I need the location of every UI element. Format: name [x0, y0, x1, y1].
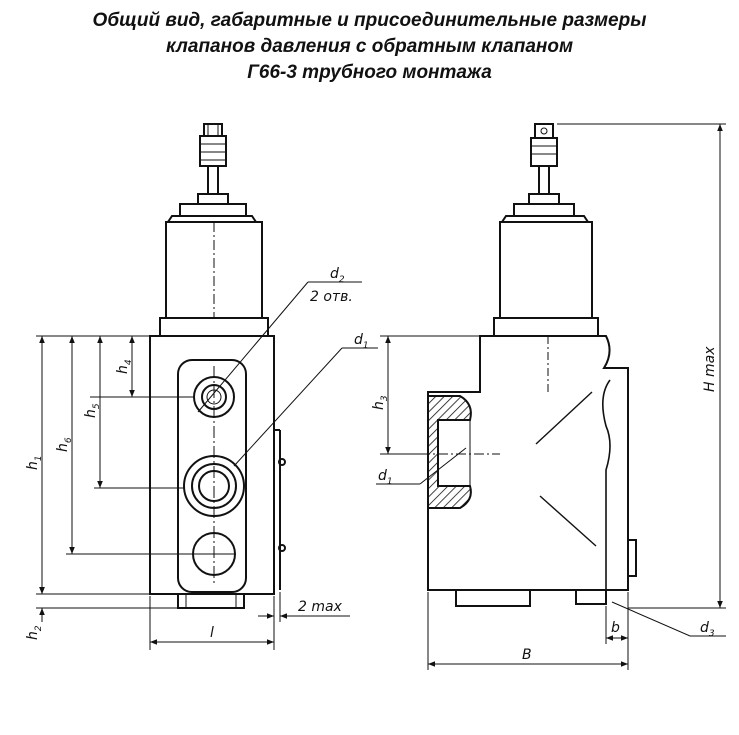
drawing-title: Общий вид, габаритные и присоединительны…: [0, 8, 739, 86]
adjusting-screw: [197, 123, 229, 205]
front-view: [149, 123, 286, 609]
label-b: b: [611, 620, 620, 636]
side-labels: h3 d1 H max B b d3: [371, 346, 718, 663]
label-h4: h4: [115, 359, 134, 374]
label-2-max: 2 max: [298, 599, 343, 615]
side-adjusting-screw: [528, 123, 560, 205]
label-h6: h6: [55, 437, 74, 452]
valve-body: [149, 335, 286, 609]
label-d1-front: d1: [354, 332, 369, 351]
side-dimensions: [376, 123, 726, 670]
label-holes-note: 2 отв.: [310, 289, 353, 305]
title-line-1: Общий вид, габаритные и присоединительны…: [92, 10, 647, 31]
front-labels: d2 2 отв. d1 h1 h6 h5 h4 h2 l 2 max: [25, 266, 369, 641]
title-line-2: клапанов давления с обратным клапаном: [165, 36, 574, 57]
label-d3: d3: [700, 620, 715, 639]
side-valve-body: [427, 335, 637, 607]
side-spring-housing: [493, 203, 599, 337]
title-line-3: Г66-3 трубного монтажа: [247, 62, 492, 83]
label-d2: d2: [330, 266, 345, 285]
side-view: [420, 123, 637, 607]
label-h1: h1: [25, 455, 44, 470]
side-port-section: [420, 395, 500, 509]
label-H-max: H max: [702, 346, 718, 392]
front-dimensions: [36, 281, 378, 650]
label-h2: h2: [25, 625, 44, 640]
spring-housing: [159, 203, 269, 337]
label-B: B: [522, 647, 532, 663]
label-d1-side: d1: [378, 468, 393, 487]
label-l: l: [210, 625, 214, 641]
label-h5: h5: [83, 403, 102, 418]
label-h3: h3: [371, 395, 390, 410]
